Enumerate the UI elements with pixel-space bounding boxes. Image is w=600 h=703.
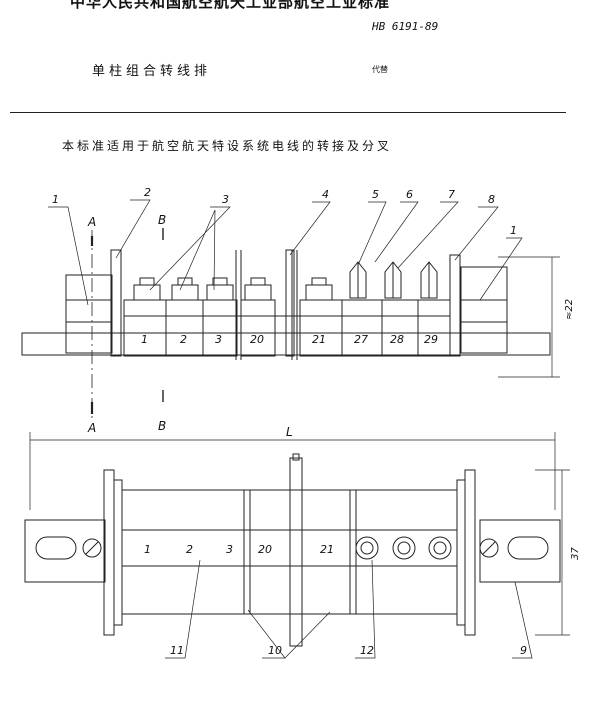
mounting-slot-left [35, 536, 77, 560]
height-dimension: ≈22 [564, 299, 575, 320]
module-number: 1 [141, 333, 148, 346]
module-number: 21 [312, 333, 326, 346]
terminal-screws [355, 536, 452, 560]
left-end-clamp [65, 274, 113, 354]
callout-leaders [48, 199, 523, 306]
top-view [24, 432, 570, 659]
callout-label: 7 [448, 188, 455, 201]
callout-label: 8 [488, 193, 495, 206]
callout-label: 12 [360, 644, 374, 657]
center-post [289, 457, 303, 647]
hex-nuts [133, 277, 333, 301]
section-mark-a: A [87, 421, 96, 435]
callout-label: 5 [372, 188, 379, 201]
module-number: 21 [320, 543, 334, 556]
standard-number: HB 6191-89 [372, 20, 439, 33]
module-number: 29 [424, 333, 438, 346]
end-plate-right [449, 254, 461, 357]
module-number: 2 [186, 543, 193, 556]
end-plate-left [110, 249, 122, 357]
module-number: 3 [215, 333, 222, 346]
module-number: 3 [226, 543, 233, 556]
callout-label: 6 [406, 188, 413, 201]
callout-label: 1 [510, 224, 517, 237]
callout-label: 11 [170, 644, 184, 657]
width-dimension: 37 [570, 547, 581, 560]
separator-plate [285, 249, 295, 357]
module-number: 27 [354, 333, 368, 346]
section-mark-a: A [87, 215, 96, 229]
length-dimension: L [286, 425, 293, 439]
module-number: 20 [250, 333, 264, 346]
mounting-slot-right [507, 536, 549, 560]
callout-label: 4 [322, 188, 329, 201]
module-number: 28 [390, 333, 404, 346]
clamp-screw-left [82, 538, 102, 558]
header-divider [10, 112, 566, 113]
section-mark-b: B [158, 419, 166, 433]
right-end-clamp [460, 266, 508, 354]
callout-label: 10 [268, 644, 282, 657]
module-number: 1 [144, 543, 151, 556]
scope-statement: 本标准适用于航空航天特设系统电线的转接及分叉 [62, 139, 393, 153]
callout-label: 1 [52, 193, 59, 206]
terminal-modules-front [123, 299, 451, 357]
callout-label: 9 [520, 644, 527, 657]
clamp-screw-right [479, 538, 499, 558]
classification-code: 代替 [372, 65, 388, 74]
callout-label: 3 [222, 193, 229, 206]
module-number: 2 [180, 333, 187, 346]
module-number: 20 [258, 543, 272, 556]
section-mark-b: B [158, 213, 166, 227]
organization-title: 中华人民共和国航空航天工业部航空工业标准 [70, 0, 391, 11]
front-view [21, 199, 560, 420]
terminal-posts [349, 261, 438, 299]
callout-label: 2 [144, 186, 151, 199]
rail-left [24, 519, 106, 583]
document-name: 单柱组合转线排 [92, 64, 212, 79]
